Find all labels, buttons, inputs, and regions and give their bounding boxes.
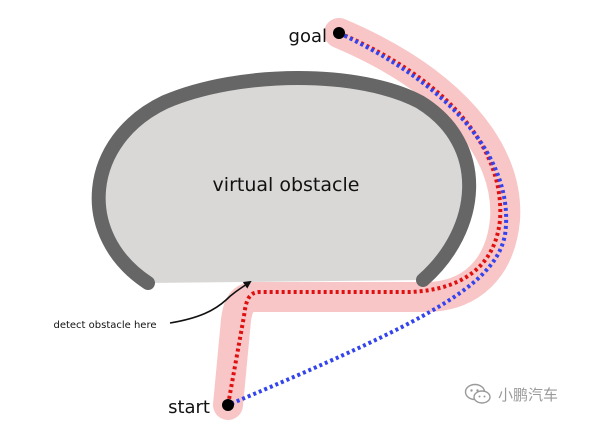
wechat-icon — [464, 382, 492, 406]
virtual-obstacle-border — [91, 71, 477, 290]
virtual-obstacle-fill — [98, 78, 470, 283]
start-label: start — [168, 397, 210, 418]
watermark: 小鹏汽车 — [464, 382, 558, 406]
annotation-label: detect obstacle here — [53, 320, 156, 331]
start-point — [222, 399, 234, 411]
annotation-arrow — [169, 280, 252, 324]
goal-label: goal — [289, 26, 327, 47]
obstacle-label: virtual obstacle — [213, 174, 360, 196]
watermark-text: 小鹏汽车 — [498, 385, 559, 404]
blue-dotted-path — [227, 31, 509, 407]
goal-point — [333, 27, 345, 39]
